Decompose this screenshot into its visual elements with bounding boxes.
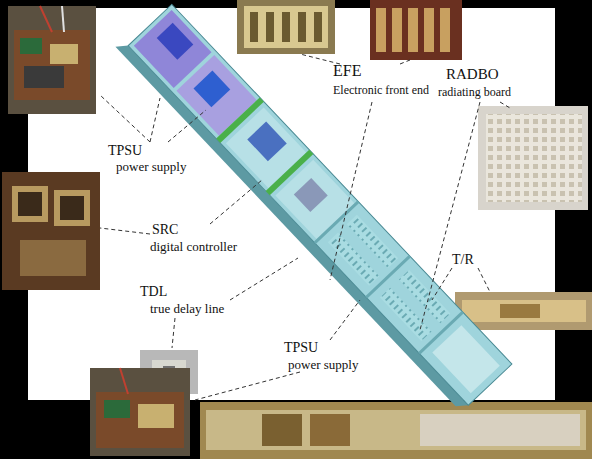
photo-power-board bbox=[8, 6, 96, 114]
photo-tr bbox=[455, 292, 592, 330]
tile-cad bbox=[115, 0, 511, 412]
part-name: EFE bbox=[333, 62, 361, 80]
part-description: digital controller bbox=[150, 240, 237, 254]
part-description: Electronic front end bbox=[333, 84, 429, 97]
part-name: TDL bbox=[140, 284, 167, 299]
photo-src bbox=[2, 172, 100, 290]
part-name: TPSU bbox=[284, 340, 318, 355]
photo-power-board-2 bbox=[90, 368, 190, 456]
photo-efe bbox=[370, 0, 462, 60]
part-name: T/R bbox=[452, 252, 474, 267]
panel bbox=[28, 8, 555, 400]
part-description: power supply bbox=[288, 358, 358, 372]
photo-tile bbox=[200, 402, 592, 459]
part-description: power supply bbox=[116, 160, 186, 174]
part-description: true delay line bbox=[150, 302, 224, 316]
leader-lines bbox=[100, 54, 510, 400]
part-name: RADBO bbox=[446, 66, 499, 83]
part-description: radiating board bbox=[438, 86, 511, 99]
photo-radbo bbox=[478, 106, 588, 210]
part-name: TPSU bbox=[108, 143, 142, 158]
part-name: SRC bbox=[152, 222, 178, 237]
photo-tpsu bbox=[237, 0, 335, 54]
